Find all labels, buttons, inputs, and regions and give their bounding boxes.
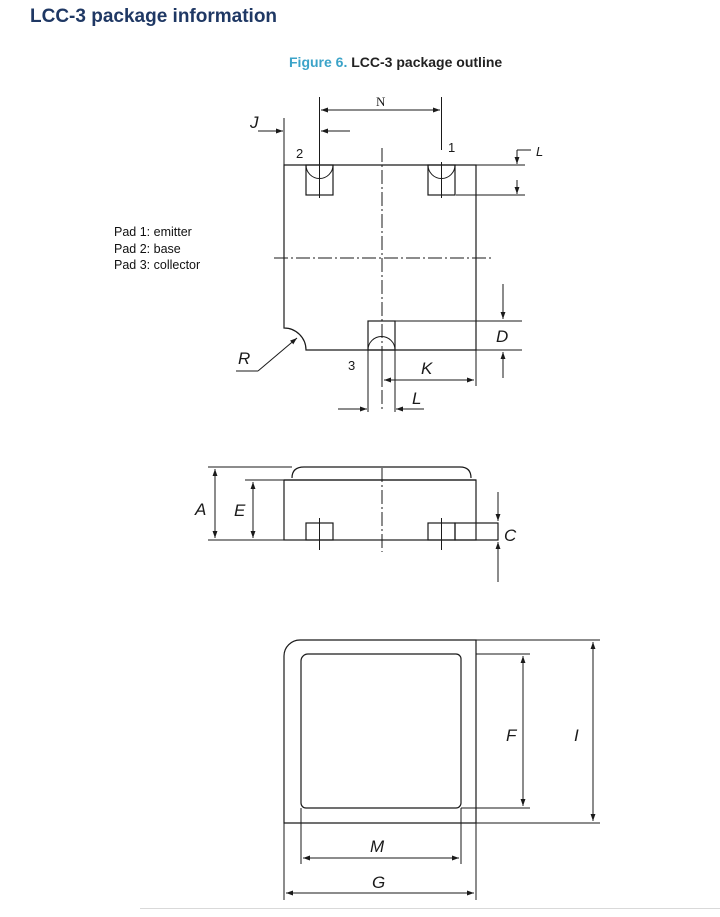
bottom-view: F I M G	[283, 639, 600, 900]
dimension-m-label: M	[370, 837, 385, 856]
dimension-c-label: C	[504, 526, 517, 545]
dimension-n-label: N	[376, 94, 386, 109]
dimension-m: M	[300, 808, 462, 864]
dimension-r-label: R	[238, 349, 250, 368]
section-title: LCC-3 package information	[30, 6, 278, 27]
dimension-g: G	[283, 823, 477, 900]
dimension-a: A	[194, 466, 292, 541]
dimension-e: E	[234, 479, 284, 538]
dimension-n: N	[319, 94, 442, 162]
dimension-l-bottom: L	[338, 350, 424, 412]
dimension-j: J	[249, 113, 350, 165]
figure-title: LCC-3 package outline	[351, 54, 503, 70]
pad-1-number: 1	[448, 140, 455, 155]
figure-number: Figure 6.	[289, 54, 348, 70]
dimension-f: F	[461, 653, 530, 809]
side-pad-left	[305, 518, 334, 550]
bottom-view-inner-square	[300, 653, 462, 809]
dimension-l-top: L	[456, 144, 543, 196]
dimension-l-top-label: L	[536, 144, 543, 159]
pad-legend: Pad 1: emitter Pad 2: base Pad 3: collec…	[114, 224, 200, 274]
dimension-f-label: F	[506, 726, 518, 745]
pad-legend-item-3: Pad 3: collector	[114, 258, 201, 272]
dimension-a-label: A	[194, 500, 206, 519]
pad-3-number: 3	[348, 358, 355, 373]
pad-legend-item-2: Pad 2: base	[114, 241, 181, 256]
side-view-body	[283, 479, 477, 541]
footer-divider	[140, 908, 720, 909]
dimension-i-label: I	[574, 726, 579, 745]
side-view-lid	[291, 466, 472, 479]
dimension-k-label: K	[421, 359, 433, 378]
figure-caption: Figure 6. LCC-3 package outline	[289, 54, 502, 70]
dimension-c: C	[495, 492, 517, 582]
pad-1-outline	[427, 162, 456, 198]
dimension-k: K	[381, 350, 477, 386]
pad-2-number: 2	[296, 146, 303, 161]
dimension-r: R	[236, 337, 298, 372]
pad-legend-item-1: Pad 1: emitter	[114, 225, 192, 239]
dimension-e-label: E	[234, 501, 246, 520]
dimension-i: I	[476, 639, 600, 824]
dimension-d: D	[395, 284, 522, 378]
pad-2-outline	[305, 162, 334, 198]
top-view: 2 1 3 N J L	[236, 94, 543, 412]
dimension-l-bottom-label: L	[412, 389, 421, 408]
side-view: A E C	[194, 466, 517, 582]
dimension-d-label: D	[496, 327, 508, 346]
bottom-view-body	[283, 639, 477, 824]
side-pad-right	[427, 518, 499, 550]
dimension-j-label: J	[249, 113, 259, 132]
dimension-g-label: G	[372, 873, 385, 892]
